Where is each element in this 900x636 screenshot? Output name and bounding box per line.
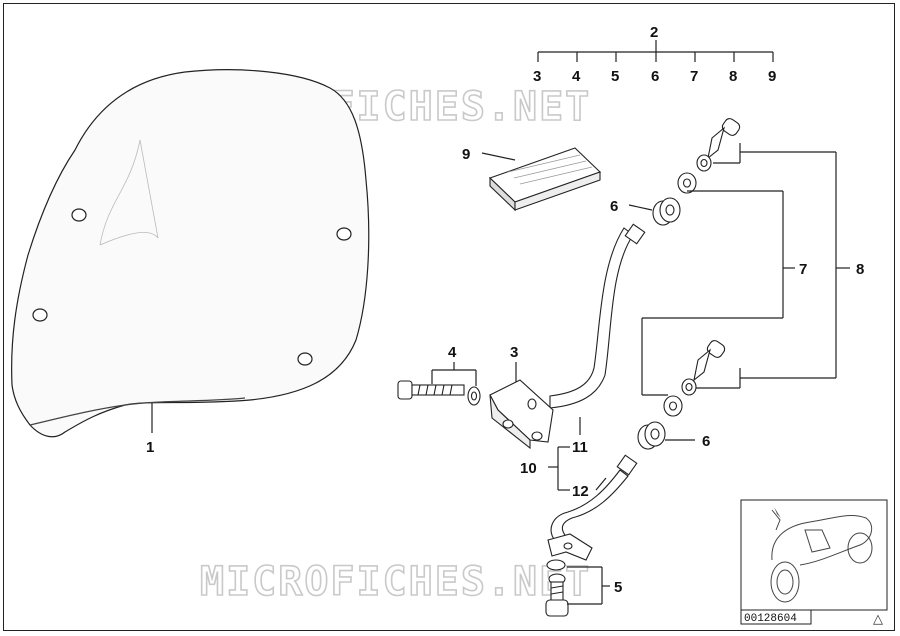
callout-3-bracket: 3 bbox=[510, 344, 518, 361]
callout-10: 10 bbox=[520, 460, 537, 477]
callout-2: 2 bbox=[650, 24, 658, 41]
lower-bolt-icon bbox=[693, 340, 726, 382]
bracket-7 bbox=[641, 190, 795, 396]
leader-6-upper bbox=[628, 204, 653, 211]
manual-icon bbox=[488, 147, 602, 212]
watermark-bottom: MICROFICHES.NET bbox=[200, 559, 591, 605]
lower-stay-icon bbox=[547, 454, 638, 561]
callout-3-top: 3 bbox=[533, 68, 541, 85]
lower-washer-icon bbox=[663, 378, 697, 417]
set-bracket bbox=[537, 40, 774, 62]
callout-5-lower: 5 bbox=[614, 579, 622, 596]
upper-bolt-icon bbox=[707, 118, 741, 160]
callout-1: 1 bbox=[146, 439, 154, 456]
callout-6-upper: 6 bbox=[610, 198, 618, 215]
callout-5-top: 5 bbox=[611, 68, 619, 85]
callout-7-right: 7 bbox=[799, 261, 807, 278]
callout-4-bolt: 4 bbox=[448, 344, 457, 361]
bottom-bolt-icon bbox=[545, 559, 569, 617]
upper-grommet-icon bbox=[652, 197, 681, 226]
warning-triangle-icon: △ bbox=[873, 611, 883, 626]
diagram-frame bbox=[3, 3, 895, 631]
bracket-4 bbox=[431, 362, 477, 386]
bracket-8 bbox=[693, 143, 850, 389]
upper-stay-icon bbox=[549, 223, 646, 409]
callout-9-top: 9 bbox=[768, 68, 776, 85]
callout-8-right: 8 bbox=[856, 261, 864, 278]
callout-6-top: 6 bbox=[651, 68, 659, 85]
reference-number: 00128604 bbox=[744, 613, 797, 625]
bracket-icon bbox=[489, 379, 554, 450]
lower-grommet-icon bbox=[637, 421, 666, 450]
side-bolt-icon bbox=[397, 380, 481, 406]
bracket-5 bbox=[567, 566, 610, 605]
windscreen-icon bbox=[11, 69, 370, 438]
callout-8-top: 8 bbox=[729, 68, 737, 85]
callout-9-manual: 9 bbox=[462, 146, 470, 163]
upper-washer-icon bbox=[677, 154, 712, 194]
callout-11: 11 bbox=[572, 439, 588, 456]
leader-9 bbox=[481, 152, 516, 161]
callout-12: 12 bbox=[572, 483, 589, 500]
reference-box bbox=[740, 609, 812, 625]
callout-6-lower: 6 bbox=[702, 433, 710, 450]
callout-4-top: 4 bbox=[572, 68, 581, 85]
bracket-10 bbox=[548, 417, 607, 491]
motorcycle-thumbnail-icon bbox=[740, 499, 888, 611]
callout-7-top: 7 bbox=[690, 68, 698, 85]
